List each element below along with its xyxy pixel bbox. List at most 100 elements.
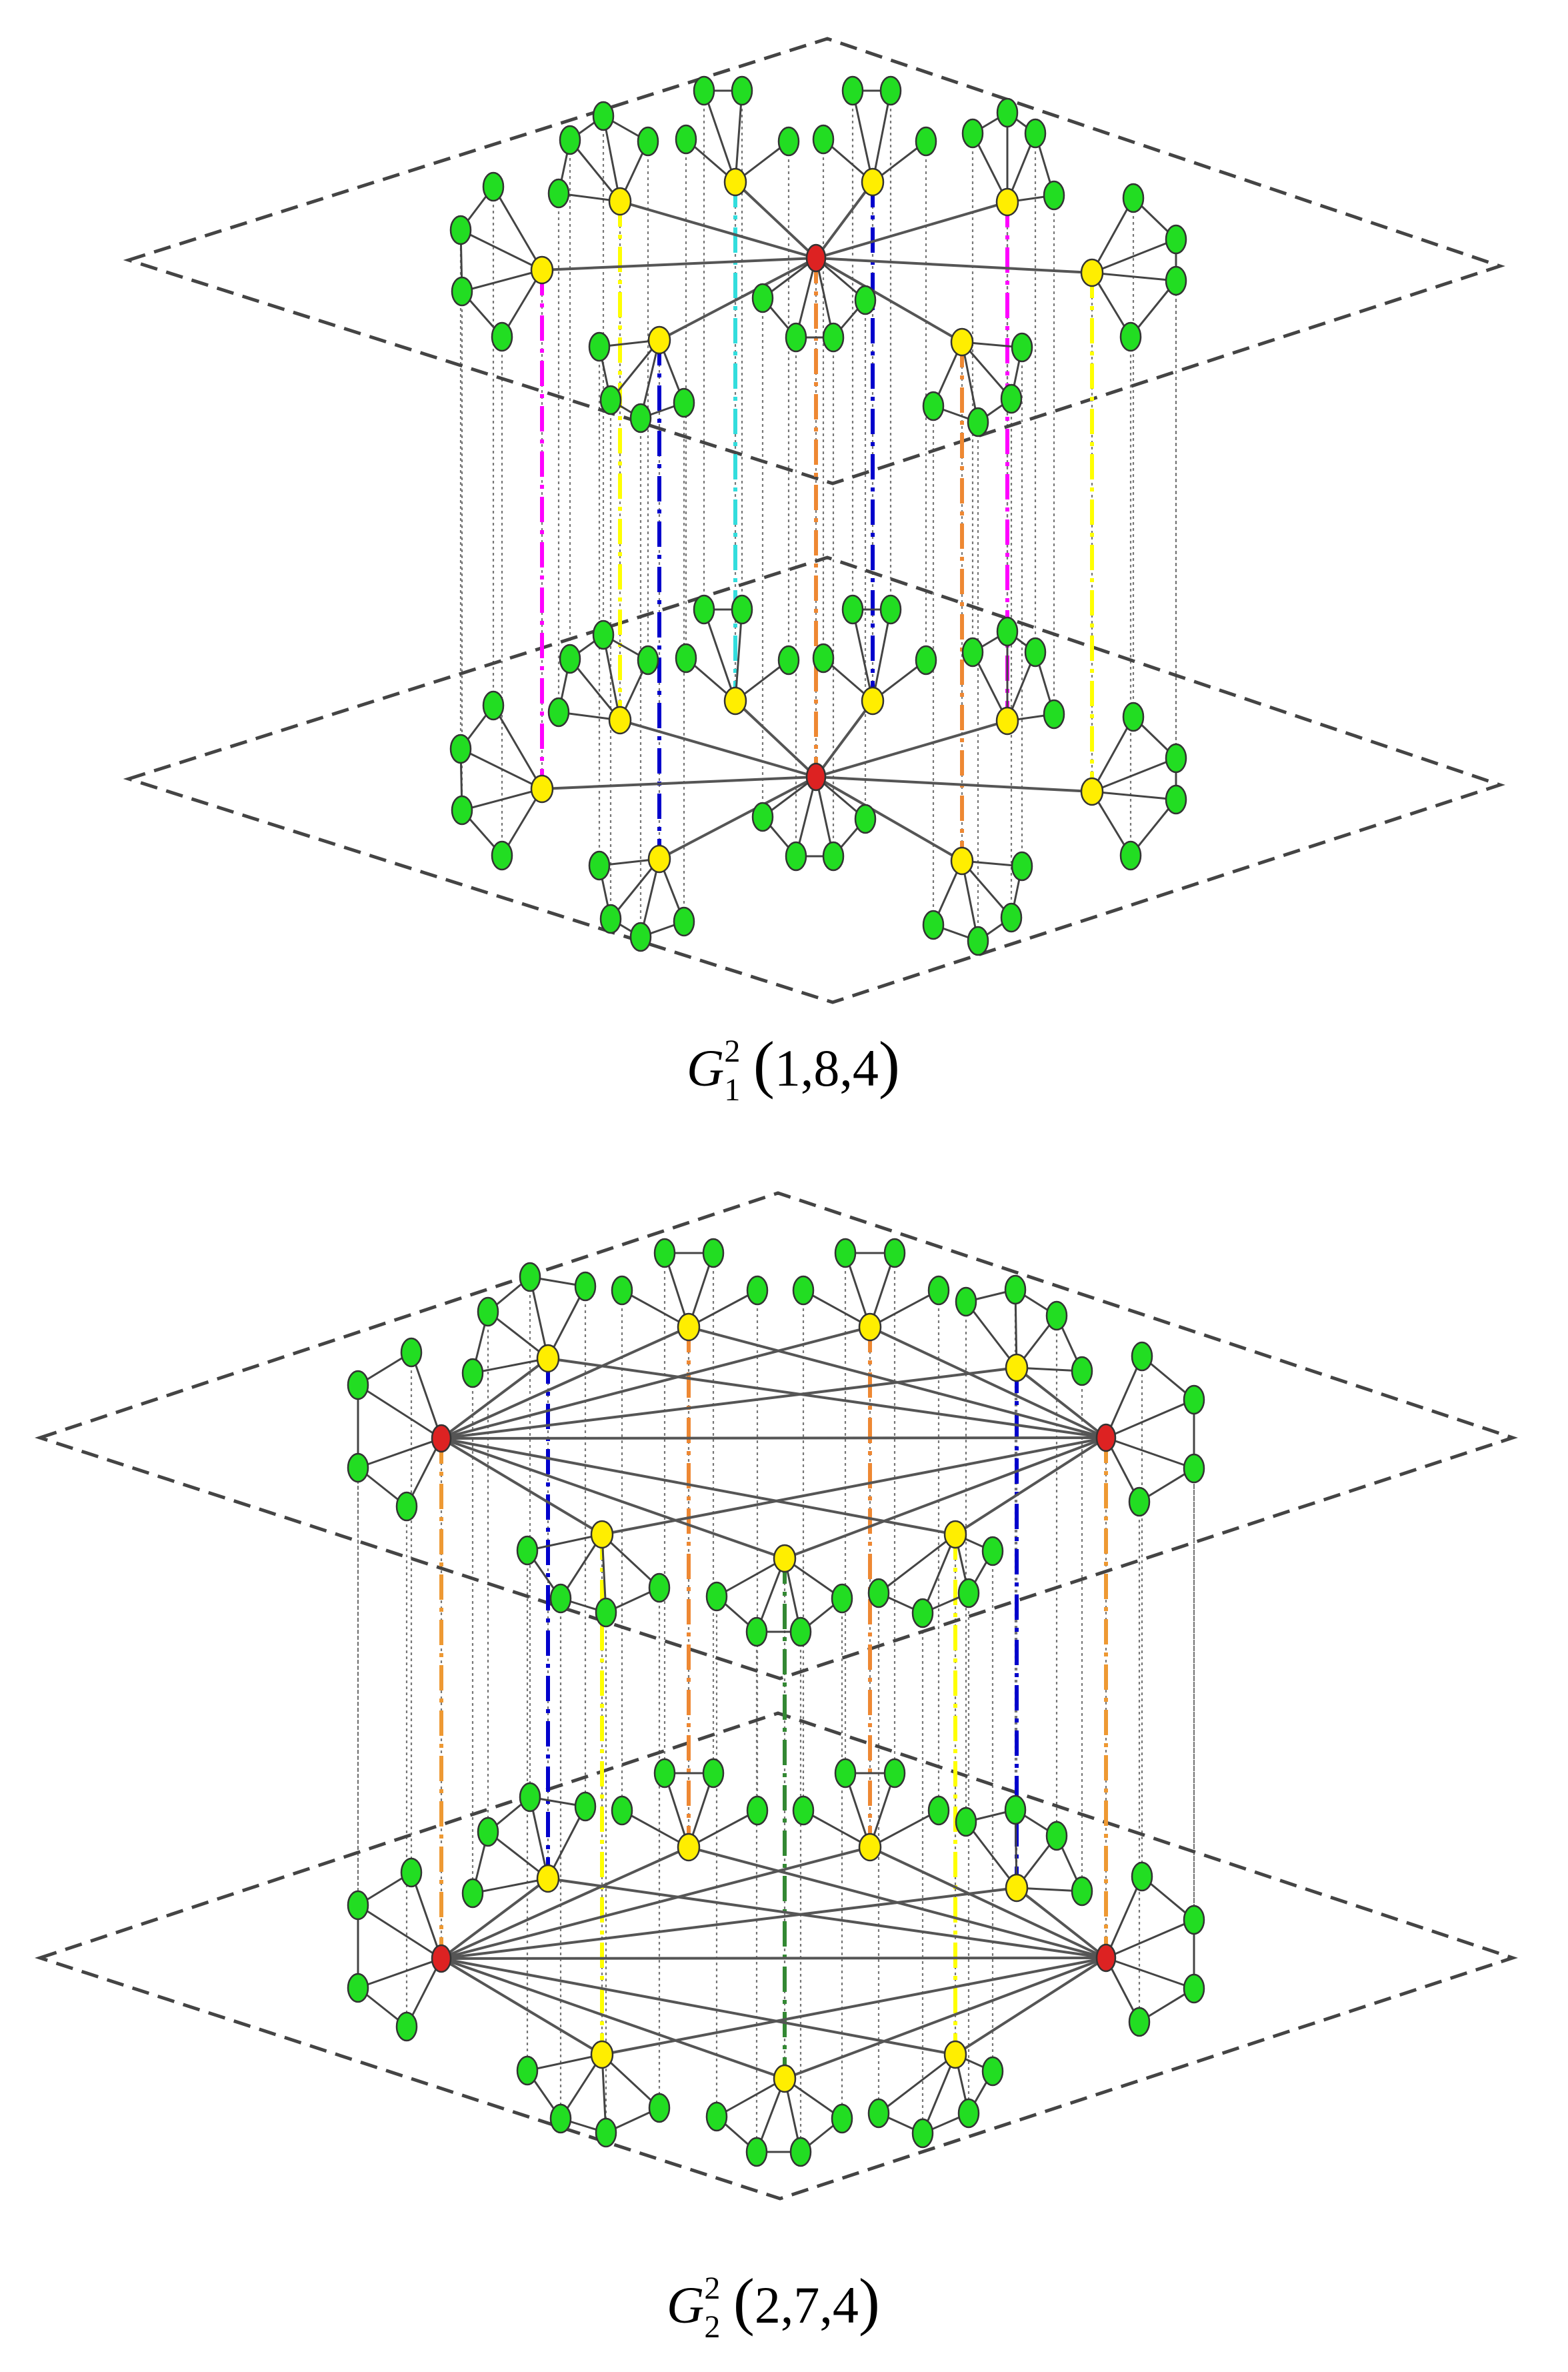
hub-leaf-edge (461, 788, 543, 812)
hub-leaf-edge (703, 609, 737, 702)
leaf-node (1045, 1821, 1068, 1851)
center-hub-edge (784, 1957, 1107, 2080)
leaf-node (559, 644, 581, 674)
center-hub-edge (659, 257, 817, 341)
layer-planes (34, 1191, 1518, 2201)
center-hub-edge (784, 1436, 1107, 1560)
leaf-node (1119, 840, 1142, 871)
leaf-node (785, 841, 807, 872)
hub-node (1005, 1873, 1029, 1903)
center-hub-edge (1015, 1887, 1107, 1959)
hub-node (1005, 1353, 1029, 1382)
hub-leaf-edge (527, 1533, 603, 1552)
hub-leaf-edge (1091, 238, 1177, 274)
hub-node (858, 1312, 882, 1342)
center-hub-edge (441, 1957, 956, 2056)
hub-leaf-edge (569, 139, 621, 202)
leaf-node (745, 2137, 768, 2167)
center-hub-edge (815, 776, 963, 862)
leaf-node (854, 285, 877, 315)
leaf-node (785, 322, 807, 353)
leaf-node (482, 171, 505, 202)
hub-leaf-edge (921, 2054, 957, 2134)
leaf-node (1043, 699, 1065, 730)
hub-leaf-edge (527, 2053, 603, 2072)
hub-leaf-edge (869, 1809, 939, 1849)
leaf-node (400, 1857, 423, 1888)
leaf-node (922, 910, 945, 940)
hub-node (1080, 777, 1104, 806)
center-hub-edge (541, 257, 817, 271)
vertical-drop-lines (459, 91, 1177, 941)
hub-leaf-edge (1091, 271, 1177, 282)
hub-node (530, 255, 554, 285)
hub-leaf-edge (965, 1301, 1018, 1368)
leaf-node (1071, 1876, 1093, 1907)
leaf-node (1122, 183, 1145, 213)
leaf-node (547, 697, 570, 728)
leaf-node (1000, 902, 1023, 933)
leaf-node (574, 1271, 597, 1302)
center-node (431, 1424, 452, 1453)
leaf-node (1128, 2007, 1151, 2037)
leaf-node (588, 850, 611, 881)
leaf-node (400, 1337, 423, 1368)
hub-leaf-edge (472, 1357, 549, 1374)
leaf-node (1131, 1861, 1153, 1892)
leaf-node (491, 840, 513, 871)
layer-bottom (449, 594, 1187, 956)
plane-bottom (34, 1711, 1518, 2201)
hub-leaf-edge (1105, 1436, 1195, 1470)
leaf-node (1071, 1356, 1093, 1386)
center-hub-edge (441, 1846, 871, 1960)
hub-leaf-edge (871, 90, 892, 183)
hub-leaf-edge (688, 1809, 758, 1849)
center-hub-edge (441, 1437, 956, 1536)
leaf-node (745, 1616, 768, 1647)
center-hub-edge (441, 1366, 1017, 1440)
center-hub-edge (440, 1357, 549, 1440)
leaf-node (831, 2103, 853, 2134)
caption-g2-superscript: 2 (704, 2271, 721, 2306)
hub-leaf-edge (601, 1533, 661, 1589)
leaf-node (922, 391, 945, 421)
center-hub-edge (815, 181, 874, 259)
leaf-node (1165, 224, 1187, 255)
leaf-node (957, 2098, 980, 2129)
hub-leaf-edge (878, 2053, 956, 2115)
hub-leaf-edge (878, 1533, 956, 1594)
leaf-node (599, 385, 622, 415)
center-hub-edge (619, 719, 817, 778)
center-hub-edge (869, 1326, 1107, 1439)
leaf-node (927, 1795, 950, 1826)
leaf-node (611, 1795, 633, 1826)
leaf-node (746, 1795, 769, 1826)
hub-leaf-edge (357, 1904, 442, 1960)
nodes (449, 594, 1187, 956)
hub-leaf-edge (1105, 1876, 1143, 1959)
center-hub-edge (440, 1957, 603, 2056)
center-hub-edge (441, 1326, 871, 1440)
hub-leaf-edge (1091, 716, 1135, 792)
hub-node (647, 325, 671, 355)
leaf-node (834, 1238, 857, 1268)
leaf-node (879, 594, 902, 625)
center-node (431, 1944, 452, 1973)
hub-leaf-edge (965, 1821, 1018, 1889)
hub-leaf-edge (921, 1534, 957, 1614)
leaf-node (1004, 1274, 1027, 1305)
hub-leaf-edge (871, 609, 892, 702)
hub-leaf-edge (460, 229, 543, 271)
center-hub-edge (601, 1957, 1107, 2056)
layer-top (347, 1238, 1205, 1647)
leaf-node (673, 906, 695, 937)
leaf-node (1128, 1486, 1151, 1517)
leaf-node (477, 1817, 499, 1847)
hub-leaf-edge (621, 1809, 689, 1849)
center-hub-edge (954, 1957, 1107, 2056)
leaf-node (1165, 784, 1187, 815)
leaf-node (648, 1572, 671, 1603)
leaf-node (789, 2137, 812, 2167)
leaf-node (519, 1262, 541, 1292)
hub-leaf-edge (1091, 790, 1177, 801)
